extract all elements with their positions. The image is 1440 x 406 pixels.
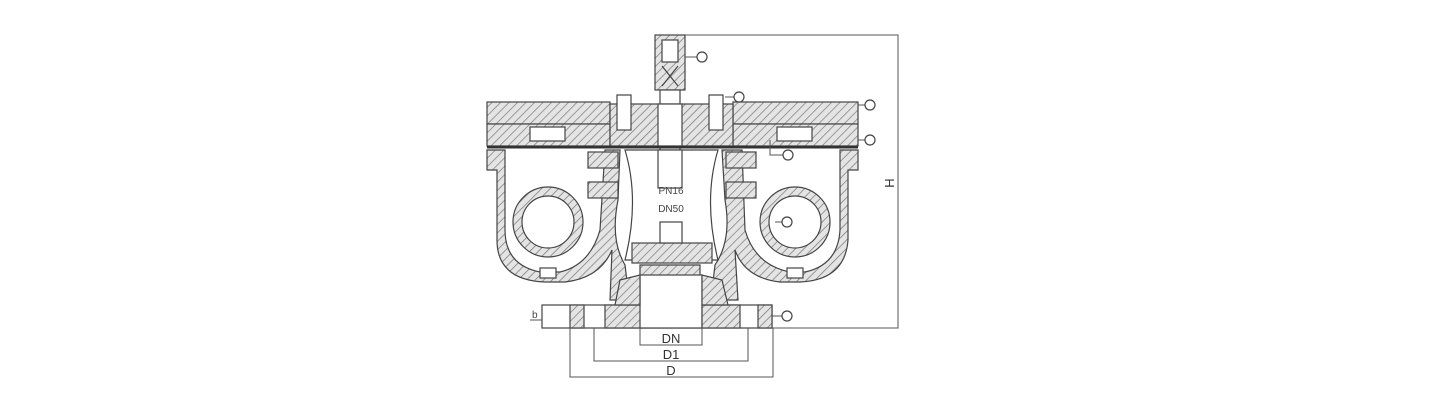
dim-d-label: D — [666, 363, 675, 378]
center-bonnet — [609, 94, 734, 147]
dimension-lines: H b DN D1 D — [530, 34, 899, 378]
left-ring — [512, 186, 584, 279]
valve-body — [486, 149, 859, 301]
dim-dn-label: DN — [662, 331, 681, 346]
balloon-1 — [696, 51, 708, 63]
pressure-rating-label: PN16 — [658, 186, 683, 197]
dim-b-label: b — [532, 310, 538, 321]
dim-d1-label: D1 — [663, 347, 680, 362]
dim-h-label: H — [882, 178, 897, 187]
right-ring — [759, 186, 831, 279]
balloon-5 — [782, 149, 794, 161]
nominal-size-label: DN50 — [658, 204, 684, 215]
part-balloons — [685, 51, 876, 322]
left-cover — [486, 101, 611, 147]
balloon-7 — [781, 310, 793, 322]
right-cover — [732, 101, 859, 147]
balloon-4 — [864, 134, 876, 146]
balloon-6 — [781, 216, 793, 228]
bolt-right — [708, 94, 724, 131]
top-cap — [654, 34, 686, 91]
bolt-left — [616, 94, 632, 131]
balloon-2 — [733, 91, 745, 103]
balloon-3 — [864, 99, 876, 111]
